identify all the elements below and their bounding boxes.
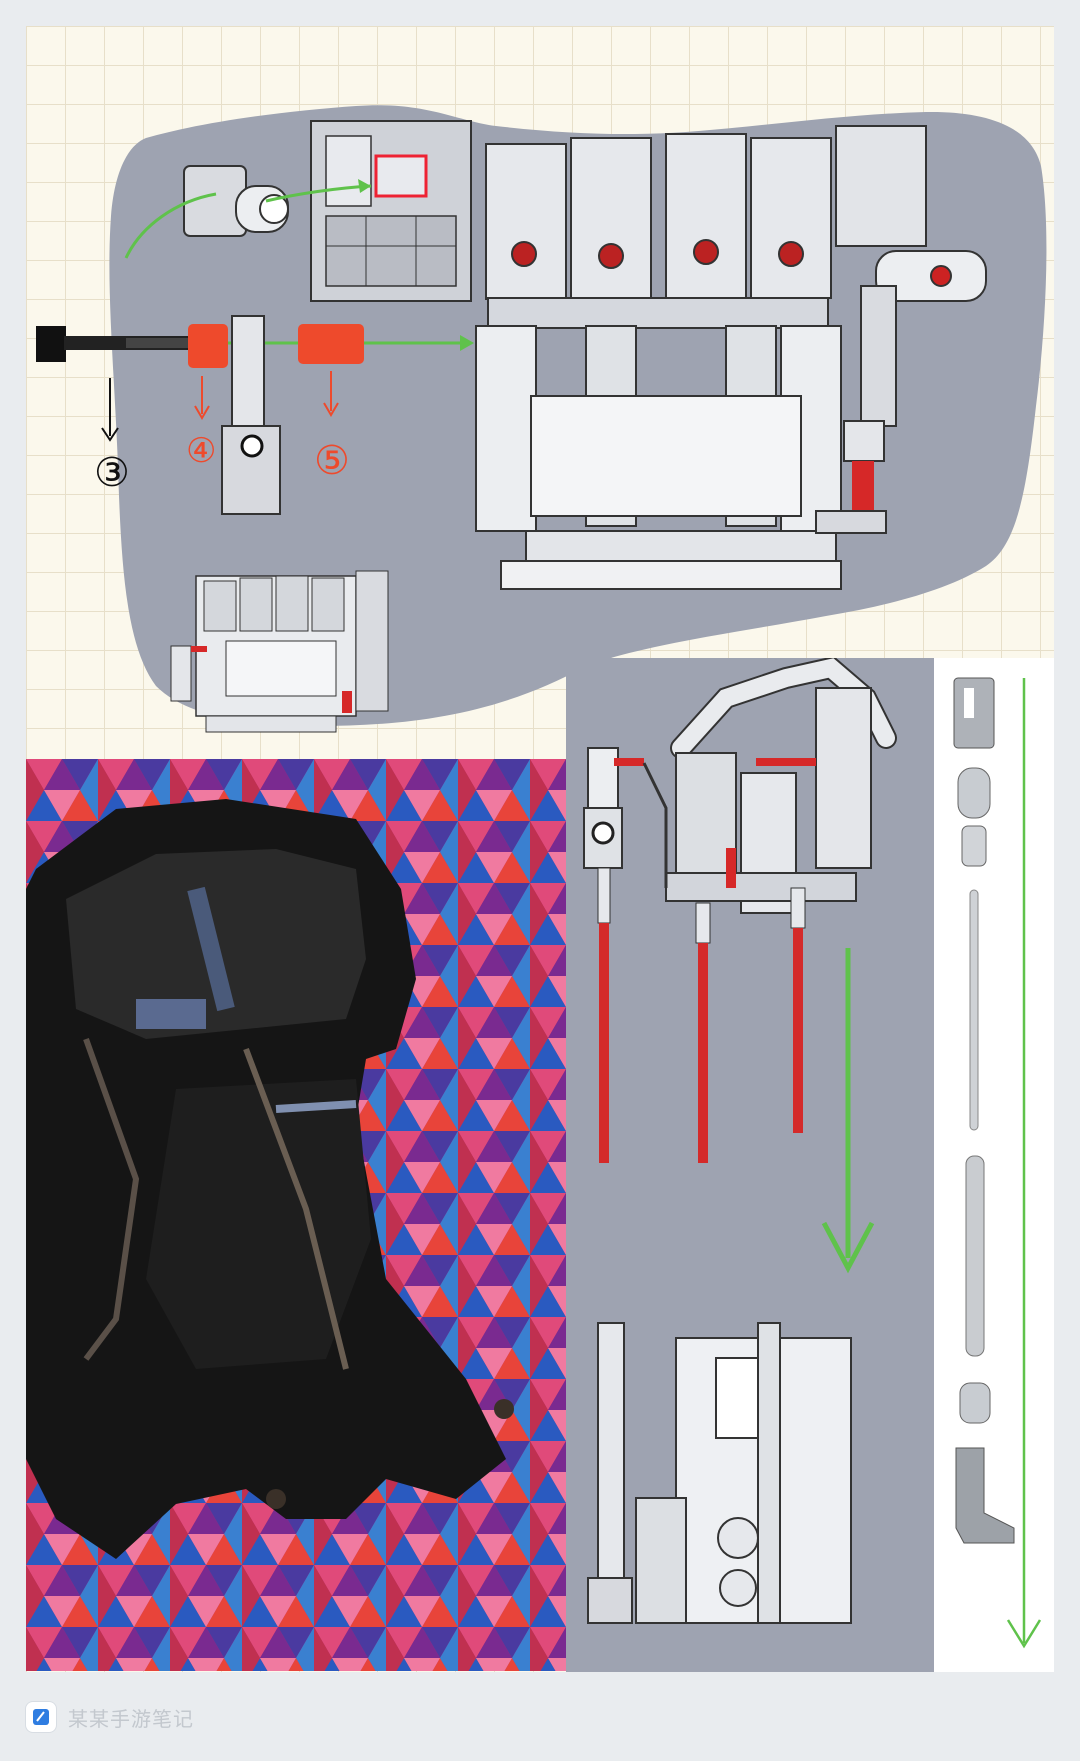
step-3-label: ③ [94, 451, 130, 495]
parts-drawing [953, 677, 1042, 1649]
push-rods [597, 867, 806, 1163]
bolt-part [36, 326, 204, 362]
thick-rod-part [965, 1155, 985, 1357]
app-name-label: 某某手游笔记 [68, 1708, 194, 1731]
thin-rod-part [969, 889, 979, 1131]
note-app-icon[interactable] [26, 1702, 56, 1732]
exploded-view-panel [566, 656, 934, 1672]
hand-assembly-thumb [310, 120, 472, 302]
cap-bottom-part [959, 1382, 991, 1424]
finger-linkage [665, 656, 897, 914]
cap-part [957, 767, 991, 867]
photo-render [26, 759, 566, 1671]
app-footer: 某某手游笔记 [26, 1700, 194, 1734]
hand-assembly-main [475, 125, 987, 590]
parts-strip [934, 658, 1054, 1672]
printed-hand-photo [26, 759, 566, 1671]
step-5-label: ⑤ [314, 439, 350, 483]
link-part [221, 315, 281, 515]
bracket-bottom-part [955, 1447, 1015, 1544]
upper-cad-panel: ③ ④ ⑤ [36, 105, 1047, 733]
exploded-view-drawing [583, 656, 897, 1624]
step-4-label: ④ [186, 432, 216, 470]
side-link [583, 747, 668, 888]
forearm-part [587, 1322, 852, 1624]
hand-silhouette [26, 799, 514, 1559]
bracket-top-part [953, 677, 995, 749]
hand-assembly-preview [170, 570, 389, 733]
sketch-canvas: ③ ④ ⑤ [26, 26, 1054, 1672]
